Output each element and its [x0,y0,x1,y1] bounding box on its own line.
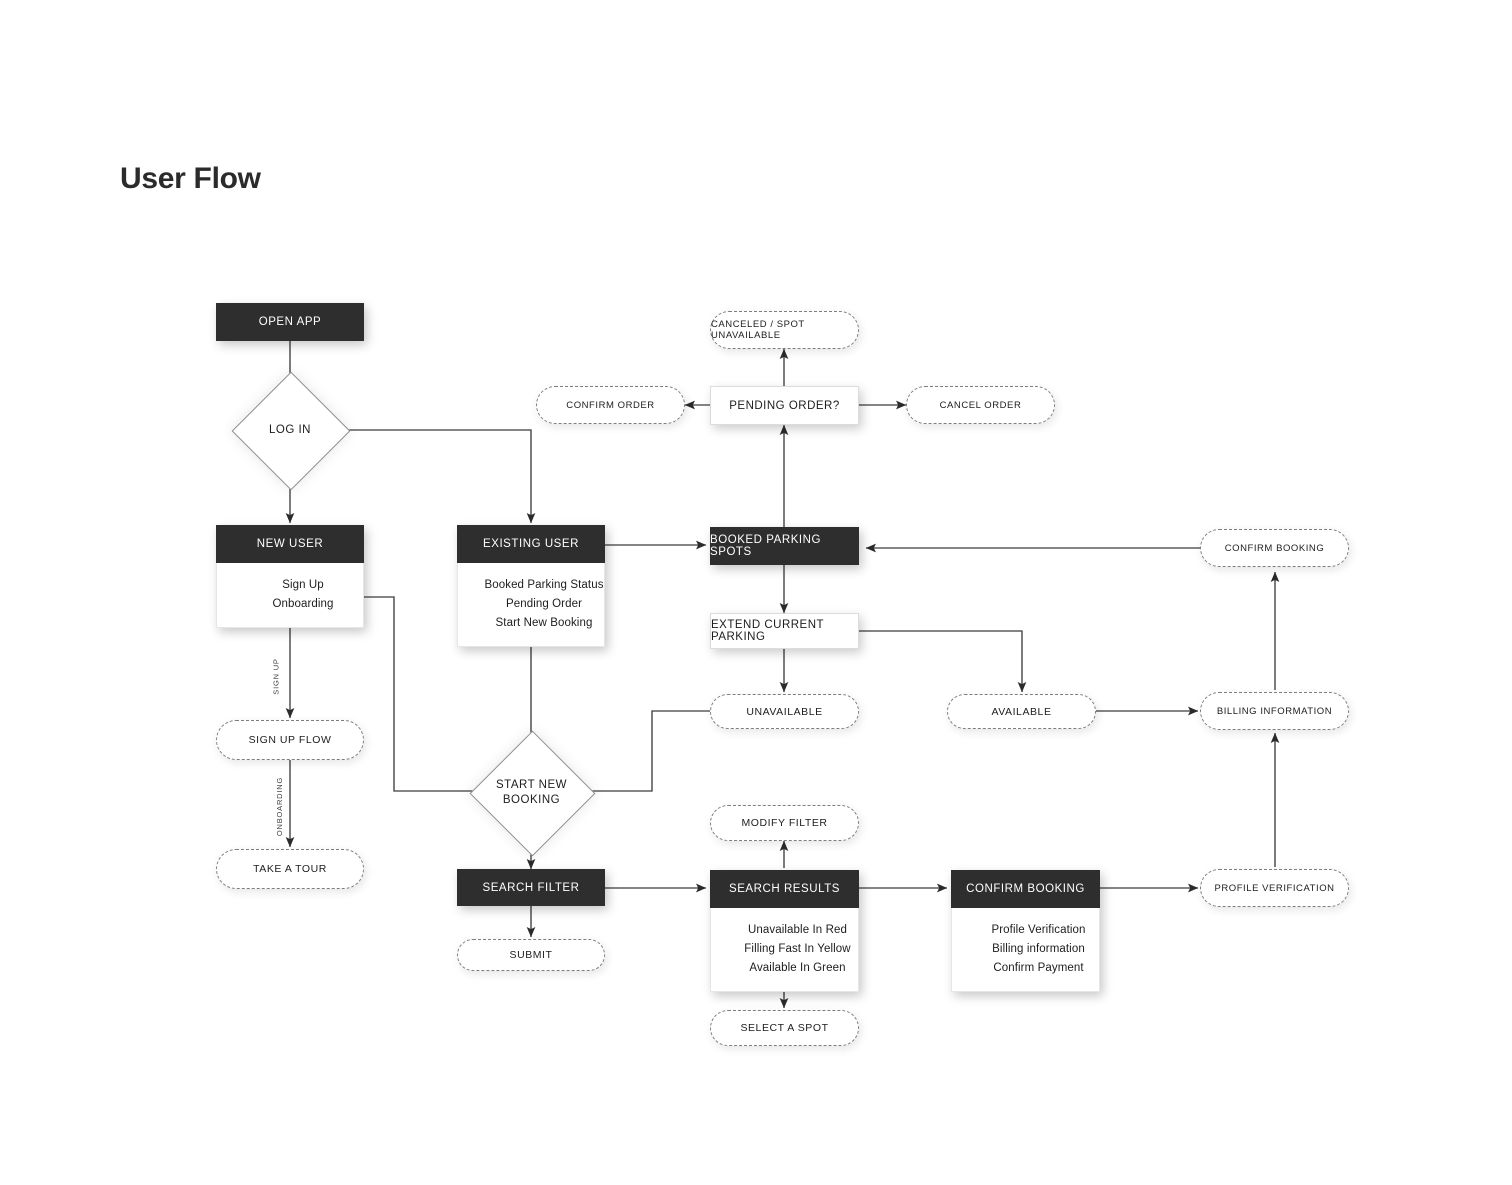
node-unavailable-label: UNAVAILABLE [746,705,823,718]
node-submit[interactable]: SUBMIT [457,939,605,971]
list-item: Available In Green [749,962,846,974]
node-booked-parking-spots[interactable]: BOOKED PARKING SPOTS [710,527,859,565]
node-new-user-label: NEW USER [216,525,364,563]
edge-label-onboarding: ONBOARDING [275,776,285,837]
node-canceled-spot-unavailable-label: CANCELED / SPOT UNAVAILABLE [711,319,805,341]
node-existing-user[interactable]: EXISTING USER Booked Parking Status Pend… [457,525,605,647]
list-item: Onboarding [272,598,334,610]
node-new-user-items: Sign Up Onboarding [216,563,364,628]
edge-label-sign-up: SIGN UP [271,658,281,695]
node-extend-current-parking[interactable]: EXTEND CURRENT PARKING [710,613,859,649]
list-item: Unavailable In Red [748,924,847,936]
node-extend-current-parking-label: EXTEND CURRENT PARKING [711,619,824,643]
node-profile-verification[interactable]: PROFILE VERIFICATION [1200,869,1349,907]
node-sign-up-flow[interactable]: SIGN UP FLOW [216,720,364,760]
node-select-a-spot[interactable]: SELECT A SPOT [710,1010,859,1046]
list-item: Booked Parking Status [484,579,604,591]
node-unavailable[interactable]: UNAVAILABLE [710,694,859,729]
node-confirm-booking-box-items: Profile Verification Billing information… [951,908,1100,992]
node-confirm-booking-box[interactable]: CONFIRM BOOKING Profile Verification Bil… [951,870,1100,992]
label-line-1: START NEW [496,778,567,791]
node-take-a-tour-label: TAKE A TOUR [253,863,327,875]
node-search-results-label: SEARCH RESULTS [710,870,859,908]
node-existing-user-items: Booked Parking Status Pending Order Star… [457,563,605,647]
list-item: Confirm Payment [993,962,1084,974]
node-log-in[interactable]: LOG IN [231,371,351,491]
node-confirm-booking-pill-label: CONFIRM BOOKING [1224,542,1325,554]
node-take-a-tour[interactable]: TAKE A TOUR [216,849,364,889]
list-item: Start New Booking [495,617,593,629]
node-profile-verification-label: PROFILE VERIFICATION [1214,882,1335,894]
node-open-app[interactable]: OPEN APP [216,303,364,341]
list-item: Sign Up [282,579,324,591]
list-item: Pending Order [505,598,583,610]
node-available-label: AVAILABLE [991,705,1052,718]
node-search-results-items: Unavailable In Red Filling Fast In Yello… [710,908,859,992]
node-confirm-booking-pill[interactable]: CONFIRM BOOKING [1200,529,1349,567]
node-available[interactable]: AVAILABLE [947,694,1096,729]
node-booked-parking-spots-label: BOOKED PARKING SPOTS [710,527,859,565]
node-cancel-order-label: CANCEL ORDER [939,399,1022,411]
list-item: Filling Fast In Yellow [744,943,851,955]
node-modify-filter[interactable]: MODIFY FILTER [710,805,859,841]
node-modify-filter-label: MODIFY FILTER [741,817,828,829]
list-item: Billing information [992,943,1085,955]
node-pending-order[interactable]: PENDING ORDER? [710,386,859,425]
node-log-in-label: LOG IN [269,423,311,436]
node-select-a-spot-label: SELECT A SPOT [740,1022,829,1034]
label-line-2: BOOKING [502,793,561,806]
node-start-new-booking[interactable]: START NEW BOOKING [469,730,596,857]
node-cancel-order[interactable]: CANCEL ORDER [906,386,1055,424]
node-confirm-order[interactable]: CONFIRM ORDER [536,386,685,424]
node-search-results[interactable]: SEARCH RESULTS Unavailable In Red Fillin… [710,870,859,992]
node-new-user[interactable]: NEW USER Sign Up Onboarding [216,525,364,628]
node-billing-information[interactable]: BILLING INFORMATION [1200,692,1349,730]
node-search-filter-label: SEARCH FILTER [457,869,605,906]
node-existing-user-label: EXISTING USER [457,525,605,563]
node-billing-information-label: BILLING INFORMATION [1216,705,1333,717]
node-pending-order-label: PENDING ORDER? [729,399,840,412]
node-confirm-order-label: CONFIRM ORDER [566,399,655,411]
node-sign-up-flow-label: SIGN UP FLOW [248,734,332,746]
node-open-app-label: OPEN APP [216,303,364,341]
page-title: User Flow [120,162,261,195]
node-start-new-booking-label: START NEW BOOKING [496,778,567,808]
node-submit-label: SUBMIT [509,949,553,961]
node-canceled-spot-unavailable[interactable]: CANCELED / SPOT UNAVAILABLE [710,311,859,349]
node-search-filter[interactable]: SEARCH FILTER [457,869,605,906]
list-item: Profile Verification [991,924,1086,936]
node-confirm-booking-box-label: CONFIRM BOOKING [951,870,1100,908]
